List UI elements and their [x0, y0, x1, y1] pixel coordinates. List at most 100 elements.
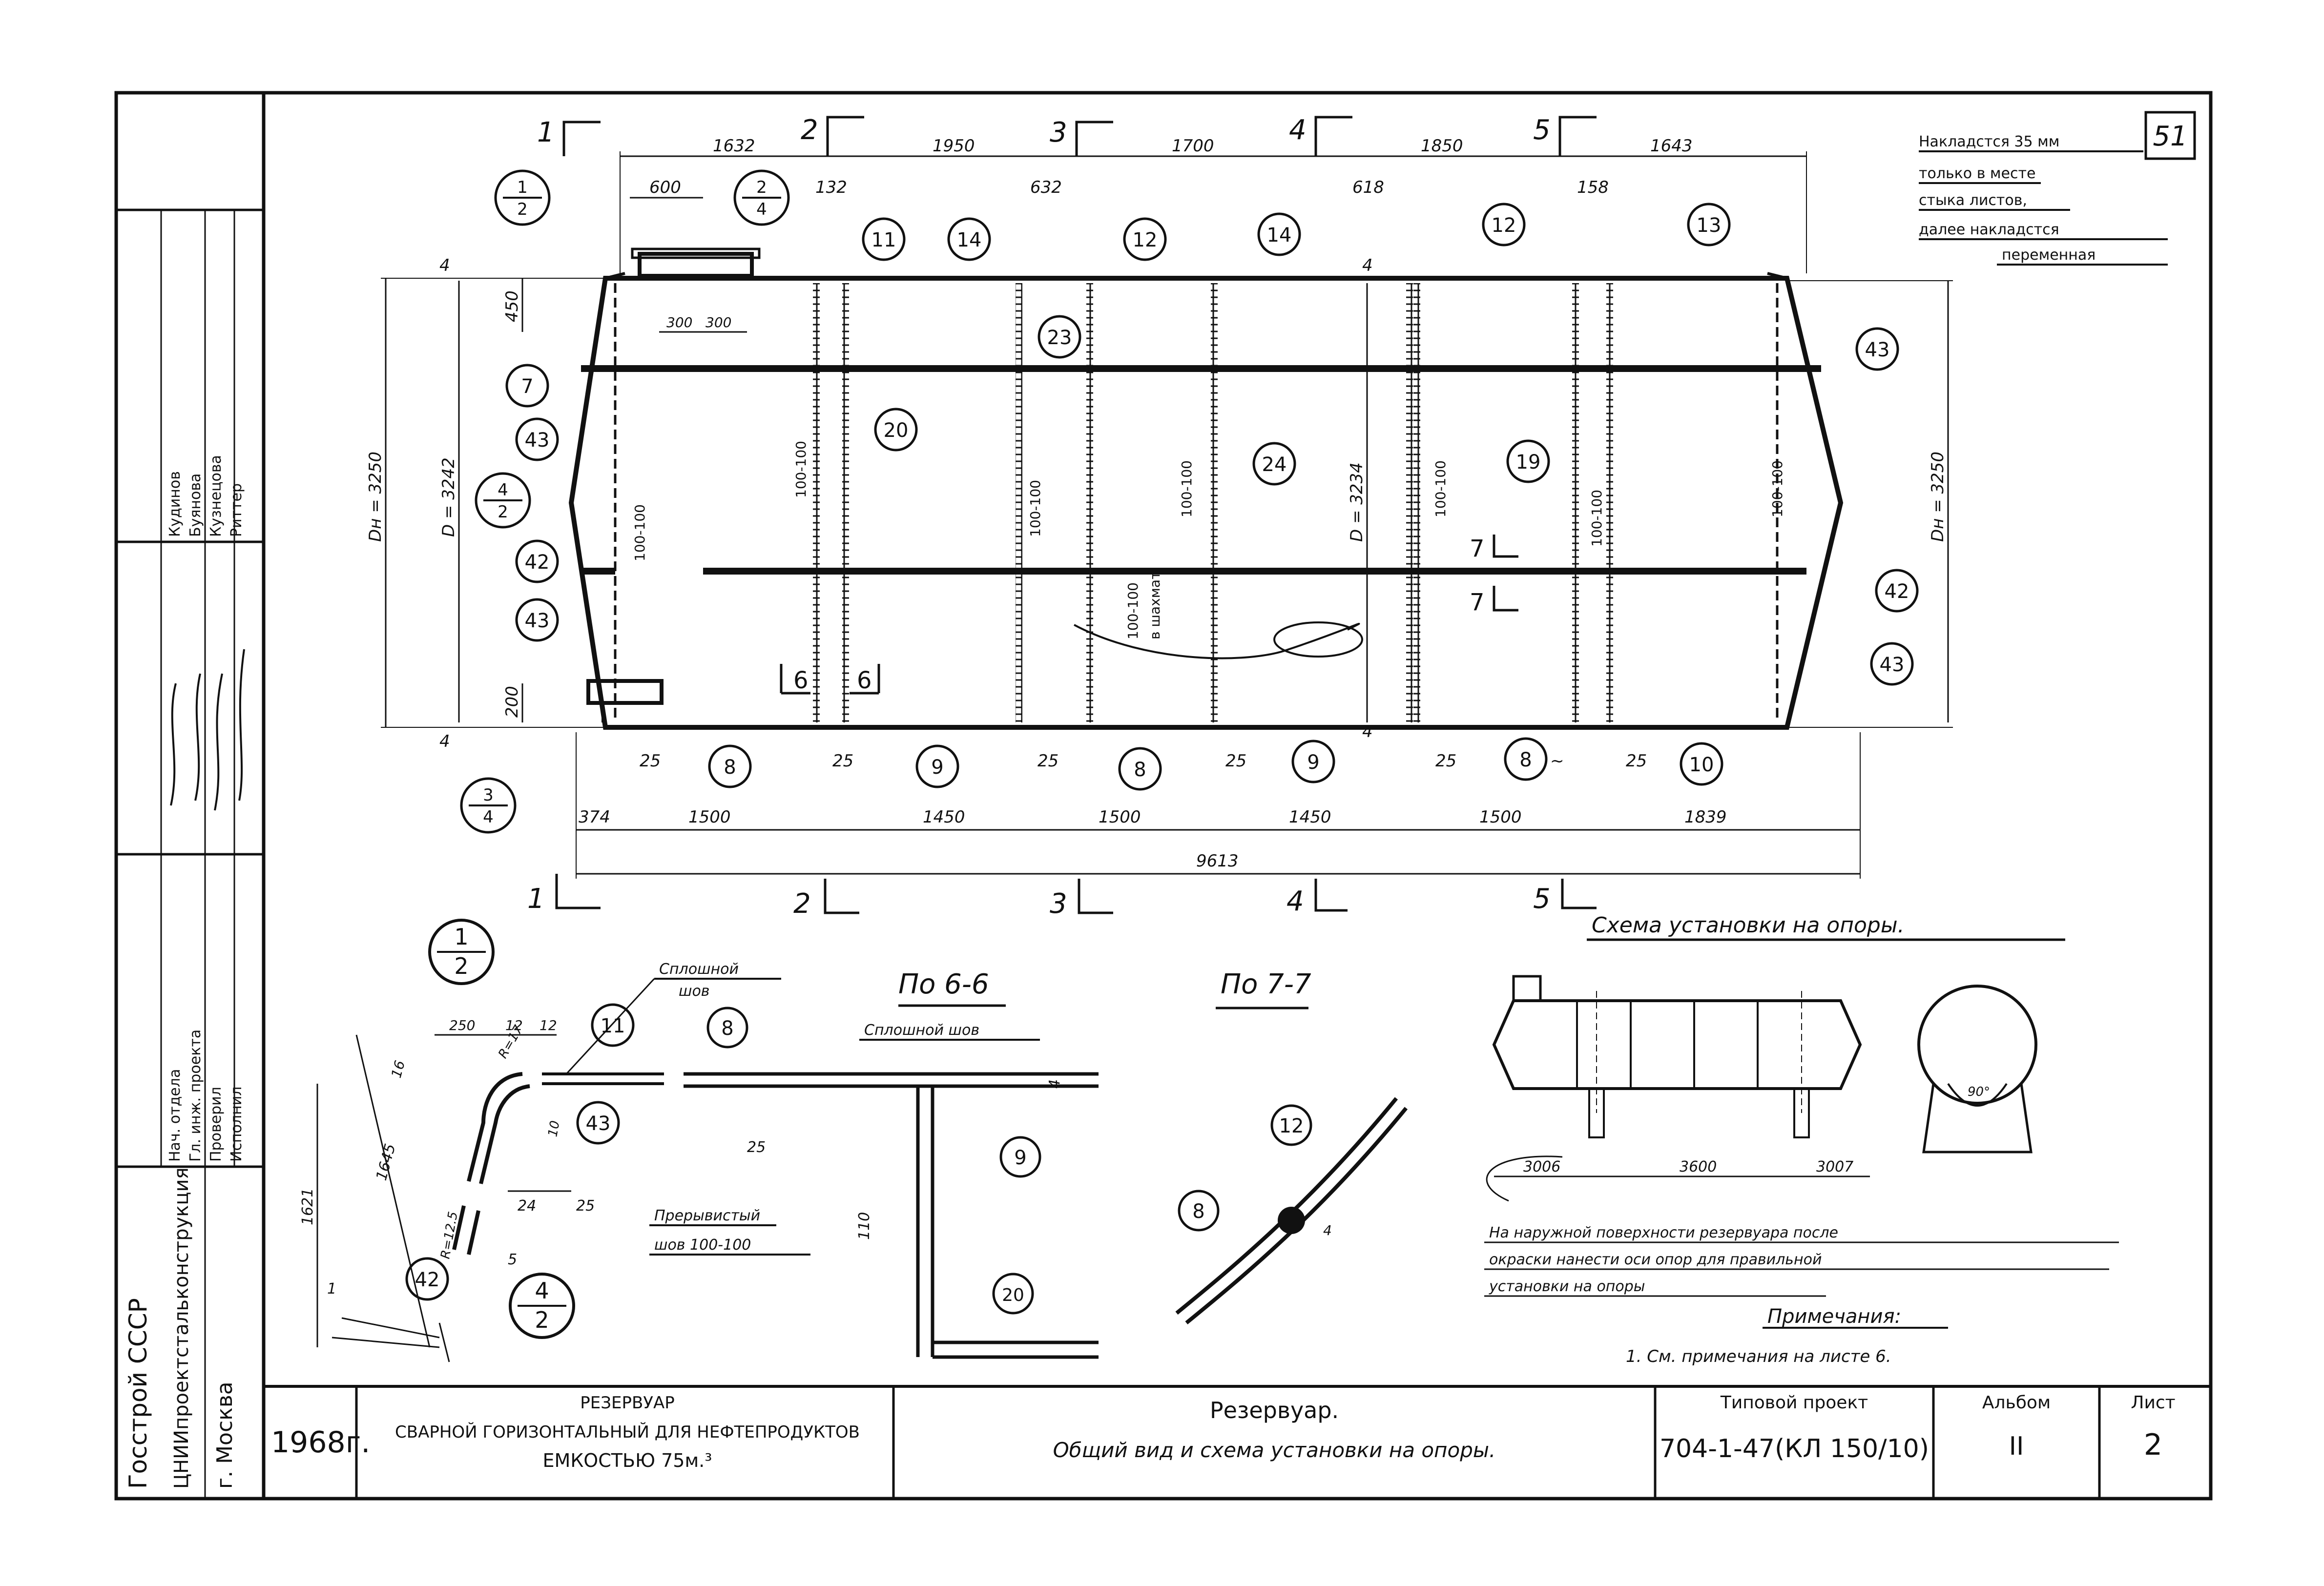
right-four-bottom: 4: [1362, 722, 1373, 742]
bottom-dimensions: 25 25 25 25 25 ~ 25 374 1500 1450 1500 1…: [576, 732, 1861, 879]
right-dimensions: Dн = 3250 D = 3234 4 4: [1347, 256, 1953, 742]
top-subdim-5: 158: [1577, 178, 1609, 197]
support-dim-1: 3006: [1523, 1158, 1560, 1175]
section-marks-top: 1 2 3 4 5: [537, 114, 1597, 156]
section-mark-bottom-3: 3: [1050, 888, 1067, 920]
weld-label-2: 100-100: [793, 441, 809, 498]
detail-dim-1645: 1645: [373, 1142, 399, 1182]
bottom-dim-6: 1500: [1479, 807, 1522, 827]
album-label: Альбом: [1982, 1393, 2051, 1413]
callout-43-a: 43: [525, 429, 550, 452]
role-1: Нач. отдела: [166, 1069, 184, 1162]
view-7-7-dim-4: 4: [1323, 1222, 1332, 1238]
left-strip: Нач. отдела Гл. инж. проекта Проверил Ис…: [124, 455, 245, 1489]
sheet-title-2: Общий вид и схема установки на опоры.: [1053, 1438, 1496, 1462]
title-block: 1968г. РЕЗЕРВУАР СВАРНОЙ ГОРИЗОНТАЛЬНЫЙ …: [264, 1385, 2211, 1499]
detail-dim-5: 5: [508, 1251, 517, 1268]
project-title-2: СВАРНОЙ ГОРИЗОНТАЛЬНЫЙ ДЛЯ НЕФТЕПРОДУКТО…: [395, 1422, 860, 1442]
view-6-6-title: По 6-6: [898, 968, 989, 1000]
detail-dim-16: 16: [388, 1059, 408, 1080]
bottom-dim-3: 1450: [923, 807, 965, 827]
support-scheme: Схема установки на опоры. 3006 3600 3007…: [1484, 913, 2119, 1297]
top-dim-1: 1632: [713, 136, 755, 156]
detail-label-cont-1: Сплошной: [659, 961, 739, 978]
detail-4-2-bottom: 2: [535, 1307, 549, 1333]
typical-value: 704-1-47(КЛ 150/10): [1660, 1434, 1929, 1463]
section-mark-top-3: 3: [1050, 117, 1067, 148]
detail-1-2-top: 1: [454, 924, 468, 950]
note-top-right: Накладстся 35 мм только в месте стыка ли…: [1919, 133, 2168, 266]
left-four-top: 4: [439, 256, 450, 275]
sheet-title-1: Резервуар.: [1210, 1397, 1339, 1423]
view-7-7-callout-8: 8: [1192, 1200, 1204, 1223]
top-dim-2: 1950: [933, 136, 975, 156]
top-subdim-1: 600: [649, 178, 681, 197]
sheet-value: 2: [2144, 1428, 2162, 1462]
weld-label-1: 100-100: [632, 504, 648, 561]
weld-checker-1: 100-100: [1125, 582, 1141, 639]
detail-1-2: 1 2 250 12 12 16 R=17 10 R=12.5 1645 162…: [299, 919, 810, 1362]
bottom-dim-1: 374: [579, 807, 610, 827]
project-title-1: РЕЗЕРВУАР: [580, 1393, 675, 1413]
support-note-2: окраски нанести оси опор для правильной: [1489, 1251, 1822, 1268]
weld-label-5: 100-100: [1432, 460, 1449, 517]
year: 1968г.: [271, 1425, 370, 1460]
callout-7: 7: [521, 375, 533, 398]
callout-2-4-bottom: 4: [756, 200, 767, 219]
detail-dim-10: 10: [545, 1119, 562, 1138]
sheet-number: 51: [2153, 121, 2187, 152]
callout-14-b: 14: [1267, 224, 1292, 247]
seam-25-2: 25: [832, 751, 853, 771]
right-dn: Dн = 3250: [1928, 452, 1948, 542]
callout-11: 11: [872, 229, 896, 251]
detail-callout-43: 43: [586, 1112, 611, 1135]
support-note-3: установки на опоры: [1489, 1278, 1645, 1295]
detail-dim-250: 250: [449, 1017, 475, 1033]
callout-12-a: 12: [1133, 229, 1158, 251]
album-value: II: [2009, 1432, 2024, 1461]
callout-13: 13: [1697, 214, 1722, 237]
callout-24: 24: [1262, 453, 1287, 476]
left-d: D = 3242: [439, 457, 458, 537]
sheet-number-box: 51: [2144, 111, 2196, 160]
cut-6-left: 6: [793, 667, 809, 694]
bottom-dim-7: 1839: [1684, 807, 1727, 827]
callout-20: 20: [884, 419, 909, 442]
callout-1-2-bottom: 2: [517, 200, 528, 219]
role-3: Проверил: [208, 1087, 225, 1162]
section-mark-bottom-5: 5: [1533, 883, 1551, 915]
bottom-dim-2: 1500: [688, 807, 731, 827]
detail-dim-24: 24: [518, 1197, 536, 1215]
callout-8-a: 8: [724, 756, 736, 779]
callout-23: 23: [1047, 327, 1072, 349]
note-line-3: стыка листов,: [1919, 192, 2027, 209]
org-3: г. Москва: [212, 1381, 237, 1489]
name-2: Буянова: [187, 474, 204, 537]
section-mark-top-1: 1: [537, 117, 555, 148]
detail-dim-12b: 12: [540, 1017, 557, 1033]
top-dim-3: 1700: [1172, 136, 1214, 156]
callout-2-4-top: 2: [756, 178, 767, 197]
note-line-4: далее накладстся: [1919, 221, 2059, 238]
note-line-5: переменная: [2002, 247, 2096, 264]
section-marks-bottom: 1 2 3 4 5: [527, 874, 1597, 920]
detail-callout-11: 11: [601, 1015, 625, 1037]
signatures: [170, 649, 245, 811]
name-1: Кудинов: [166, 471, 184, 537]
detail-4-2-top: 4: [535, 1277, 549, 1304]
support-dim-2: 3600: [1680, 1158, 1717, 1175]
support-dim-3: 3007: [1816, 1158, 1853, 1175]
weld-labels: 100-100 100-100 100-100 100-100 100-100 …: [632, 441, 1785, 639]
section-mark-bottom-2: 2: [793, 888, 811, 920]
seam-25-4: 25: [1225, 751, 1246, 771]
section-mark-top-4: 4: [1289, 114, 1307, 146]
cut-7-top: 7: [1470, 535, 1485, 562]
detail-dim-12a: 12: [505, 1017, 523, 1033]
callout-9-a: 9: [931, 756, 943, 779]
project-title-3: ЕМКОСТЬЮ 75м.³: [543, 1450, 712, 1471]
part-callouts: 1 2 2 4 4 2 3 4 7 43 42 43 11 14 12 14 1…: [460, 169, 1919, 834]
section-mark-bottom-1: 1: [527, 883, 545, 915]
view-7-7: По 7-7 8 12 4: [1175, 968, 1408, 1325]
callout-9-b: 9: [1307, 751, 1319, 774]
remarks-item-1: 1. См. примечания на листе 6.: [1626, 1347, 1891, 1366]
